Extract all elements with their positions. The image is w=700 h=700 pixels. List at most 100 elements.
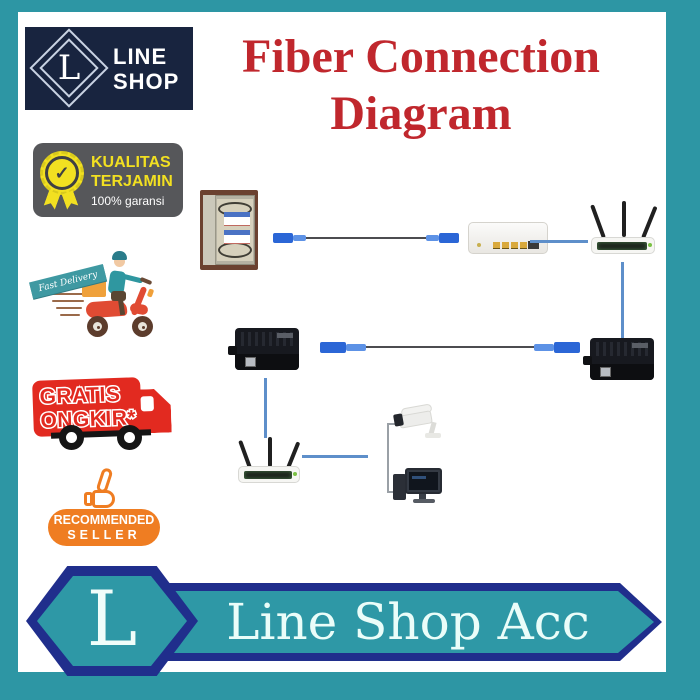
antenna-icon <box>622 201 626 237</box>
router-front-panel <box>597 242 647 250</box>
router-body <box>591 237 655 254</box>
footer-banner-fill <box>158 591 654 653</box>
ethernet-link-line <box>621 262 624 338</box>
kualitas-line3: 100% garansi <box>91 194 165 208</box>
splitter-module <box>224 212 250 226</box>
sc-connector-icon <box>439 233 459 243</box>
fiber-termination-box <box>200 190 258 270</box>
sc-connector-icon <box>320 341 346 353</box>
shop-name: Line Shop Acc <box>226 593 590 651</box>
logo-text: LINE SHOP <box>113 44 179 94</box>
wireless-router-2 <box>238 437 300 483</box>
quality-guarantee-badge: ✓ KUALITAS TERJAMIN 100% garansi <box>33 143 183 217</box>
logo-initial: L <box>57 48 81 88</box>
fast-delivery-badge: Fast Delivery <box>29 245 170 343</box>
check-icon: ✓ <box>45 156 79 190</box>
scooter-headlight <box>146 288 155 298</box>
media-converter-left <box>228 328 299 370</box>
speed-line <box>56 307 82 309</box>
truck-wheel-right <box>117 425 142 450</box>
logo-line2: SHOP <box>113 69 180 94</box>
speed-line <box>52 300 84 302</box>
antenna-icon <box>268 437 272 467</box>
thumb-fist <box>92 490 115 508</box>
speed-line <box>48 293 86 295</box>
truck-window <box>140 396 154 411</box>
wheel-hub-dot <box>141 325 145 329</box>
fiber-cable <box>306 236 426 240</box>
recommended-line2: SELLER <box>67 528 141 542</box>
fiber-port <box>228 346 237 355</box>
connector-boot <box>426 235 439 241</box>
connector-boot <box>534 343 554 351</box>
ethernet-port <box>493 242 500 249</box>
camera-mount-base <box>425 433 441 438</box>
fiber-loop <box>218 242 252 258</box>
footer-hexagon: L <box>26 566 198 676</box>
router-body <box>238 466 300 483</box>
rider-pants <box>111 291 126 301</box>
kualitas-line1: KUALITAS <box>91 154 171 171</box>
rider-helmet <box>112 251 127 260</box>
gratis-line1: GRATIS <box>38 381 123 410</box>
fiber-patch-cord <box>273 232 459 244</box>
fiber-port <box>583 356 592 365</box>
antenna-icon <box>590 204 606 239</box>
converter-label <box>632 343 648 348</box>
truck-cab <box>136 388 172 433</box>
ethernet-link-line <box>530 240 588 243</box>
splitter-module <box>224 230 250 244</box>
speed-line <box>60 314 80 316</box>
monitor-base <box>413 499 435 503</box>
modem-power-port <box>528 241 539 249</box>
truck-wheel-left <box>59 425 84 450</box>
page-title: Fiber Connection Diagram <box>186 28 656 142</box>
ont-modem <box>468 222 548 254</box>
sc-connector-icon <box>273 233 293 243</box>
antenna-icon <box>286 441 300 469</box>
rj45-port <box>600 367 611 377</box>
recommended-pill: RECOMMENDED SELLER <box>48 509 160 546</box>
branch-bracket <box>387 423 389 493</box>
kualitas-line2: TERJAMIN <box>91 173 173 190</box>
media-converter-right <box>583 338 654 380</box>
ethernet-port <box>520 242 527 249</box>
connector-boot <box>346 343 366 351</box>
logo-line1: LINE <box>113 44 168 69</box>
ethernet-link-line <box>302 455 368 458</box>
pc-monitor <box>405 468 442 494</box>
desktop-computer <box>393 468 445 504</box>
scooter-handlebar <box>139 276 153 286</box>
footer-initial: L <box>86 573 138 663</box>
rider-head <box>114 256 125 267</box>
monitor-screen <box>409 472 438 490</box>
ethernet-port <box>511 242 518 249</box>
converter-label <box>277 333 293 338</box>
ethernet-port <box>502 242 509 249</box>
scooter-front-wheel <box>132 316 153 337</box>
content-area: L LINE SHOP Fiber Connection Diagram ✓ K… <box>18 12 666 672</box>
fiber-patch-cord-long <box>320 340 580 354</box>
camera-lens <box>393 413 404 427</box>
footer-banner: Line Shop Acc <box>150 583 662 661</box>
title-line1: Fiber Connection <box>242 30 600 83</box>
cctv-camera <box>393 403 443 443</box>
antenna-icon <box>641 205 658 239</box>
connector-boot <box>293 235 306 241</box>
sc-connector-icon <box>554 341 580 353</box>
router-led <box>648 243 652 247</box>
wheel-hub-dot <box>96 325 100 329</box>
fiber-cable <box>366 345 534 349</box>
modem-ports <box>493 242 527 249</box>
recommended-seller-badge: RECOMMENDED SELLER <box>48 465 160 547</box>
pc-tower <box>393 474 406 500</box>
free-shipping-badge: GRATIS ONGKIR* <box>32 375 188 455</box>
footer-hexagon-fill <box>37 576 187 666</box>
rj45-port <box>245 357 256 367</box>
modem-led <box>477 243 481 247</box>
router-led <box>293 472 297 476</box>
wireless-router <box>590 201 658 254</box>
termination-box-door <box>203 195 216 265</box>
scooter-rear-wheel <box>87 316 108 337</box>
